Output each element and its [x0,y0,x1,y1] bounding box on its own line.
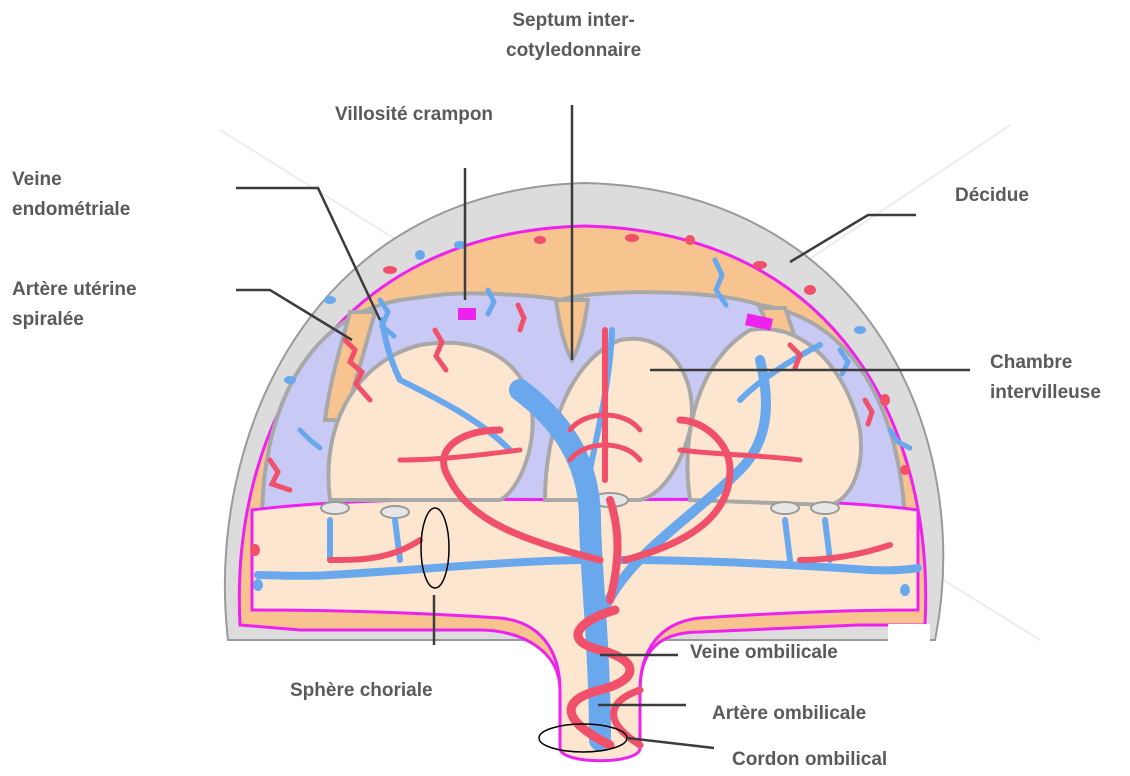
label-artere-uterine-line2: spiralée [12,305,137,335]
label-chambre-line2: intervilleuse [990,378,1101,408]
label-sphere-choriale: Sphère choriale [290,676,433,706]
label-artere-ombilicale: Artère ombilicale [712,699,866,729]
label-chambre-intervilleuse: Chambre intervilleuse [990,348,1101,408]
label-decidue: Décidue [955,181,1029,211]
label-chambre-line1: Chambre [990,348,1101,378]
label-septum: Septum inter- cotyledonnaire [506,6,641,66]
label-veine-endometriale: Veine endométriale [12,165,130,225]
label-veine-line2: endométriale [12,195,130,225]
label-veine-line1: Veine [12,165,130,195]
label-artere-uterine: Artère utérine spiralée [12,275,137,335]
white-patch [888,624,930,664]
label-artere-uterine-line1: Artère utérine [12,275,137,305]
label-septum-line2: cotyledonnaire [506,36,641,66]
label-septum-line1: Septum inter- [506,6,641,36]
label-villosite-crampon: Villosité crampon [335,100,493,130]
label-veine-ombilicale: Veine ombilicale [690,638,838,668]
